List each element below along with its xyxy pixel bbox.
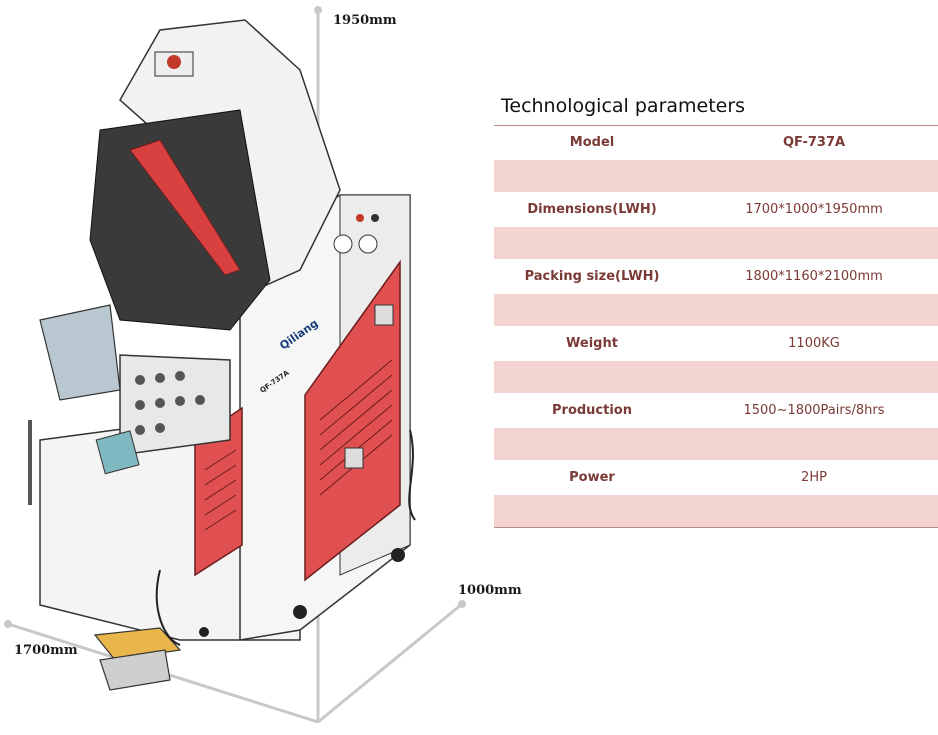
table-row: Weight 1100KG	[494, 327, 938, 361]
param-value: 2HP	[801, 469, 827, 485]
table-row: Model QF-737A	[494, 126, 938, 160]
parameters-table: Model QF-737A Dimensions(LWH) 1700*1000*…	[494, 125, 938, 528]
table-row	[494, 427, 938, 461]
param-value: QF-737A	[782, 134, 846, 150]
height-dimension-label: 1950mm	[333, 13, 397, 28]
table-row	[494, 226, 938, 260]
table-row	[494, 159, 938, 193]
parameters-title: Technological parameters	[501, 95, 746, 117]
table-row	[494, 293, 938, 327]
width-dimension-label: 1000mm	[458, 583, 522, 598]
param-value: 1800*1160*2100mm	[745, 268, 883, 284]
table-row: Packing size(LWH) 1800*1160*2100mm	[494, 260, 938, 294]
length-dimension-label: 1700mm	[14, 643, 78, 658]
table-row: Production 1500~1800Pairs/8hrs	[494, 394, 938, 428]
width-dimension-line	[317, 602, 463, 724]
machine-drawing: Qiliang QF-737A	[4, 6, 466, 724]
red-arm	[129, 139, 241, 276]
param-name: Power	[569, 469, 615, 485]
table-row: Dimensions(LWH) 1700*1000*1950mm	[494, 193, 938, 227]
param-name: Production	[552, 402, 632, 418]
table-row	[494, 494, 938, 528]
param-value: 1100KG	[788, 335, 840, 351]
table-row: Power 2HP	[494, 461, 938, 495]
control-panel	[119, 354, 231, 456]
red-side-panel	[304, 259, 401, 582]
param-name: Model	[569, 134, 615, 150]
table-row	[494, 360, 938, 394]
param-name: Weight	[566, 335, 618, 351]
param-name: Packing size(LWH)	[524, 268, 660, 284]
param-value: 1500~1800Pairs/8hrs	[743, 402, 885, 418]
param-value: 1700*1000*1950mm	[745, 201, 883, 217]
param-name: Dimensions(LWH)	[527, 201, 657, 217]
machine-illustration: Qiliang QF-737A 1950mm 1000mm 1700mm	[4, 6, 522, 724]
